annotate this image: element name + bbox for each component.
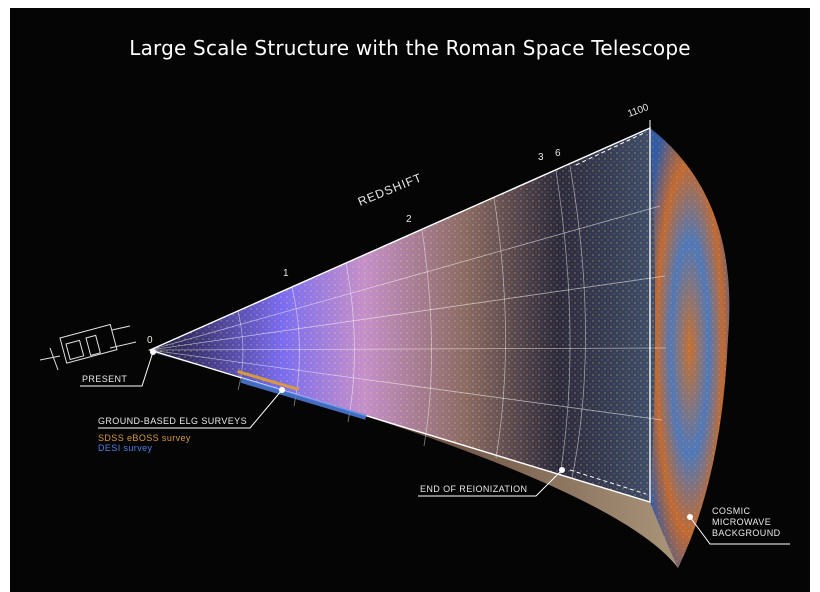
tick-0: 0 <box>147 335 153 346</box>
tick-3: 3 <box>538 152 544 163</box>
cone-arc-grid <box>237 165 586 479</box>
tick-6: 6 <box>555 148 561 159</box>
cmb-leader-line <box>689 516 790 545</box>
galaxy-distribution <box>150 128 655 502</box>
diagram-canvas: Large Scale Structure with the Roman Spa… <box>10 8 810 592</box>
cmb-texture <box>650 128 730 568</box>
bottom-edge-dashes <box>569 469 647 495</box>
ground-surveys-label: GROUND-BASED ELG SURVEYS <box>98 416 247 426</box>
reionization-leader-line <box>418 469 563 497</box>
redshift-cone-diagram: 0 1 2 3 6 1100 REDSHIFT PRESENT GROUND-B… <box>39 102 790 568</box>
sdss-eboss-survey-bar <box>237 370 300 392</box>
legend-sdss: SDSS eBOSS survey <box>98 433 191 443</box>
tick-2: 2 <box>406 214 412 225</box>
redshift-axis-label: REDSHIFT <box>356 170 424 208</box>
cone-outline <box>147 126 651 503</box>
cmb-label-line1: COSMIC <box>712 506 751 516</box>
top-edge-dashes <box>575 131 647 166</box>
cmb-label-line2: MICROWAVE <box>712 517 771 527</box>
desi-survey-bar <box>240 377 367 420</box>
elg-leader-line <box>98 389 283 429</box>
legend-desi: DESI survey <box>98 443 153 453</box>
cone-radial-grid <box>149 205 667 421</box>
telescope-icon <box>39 323 137 371</box>
present-leader-line <box>80 351 154 387</box>
tick-1: 1 <box>283 268 289 279</box>
diagram-title: Large Scale Structure with the Roman Spa… <box>129 36 691 60</box>
tick-1100: 1100 <box>626 102 650 120</box>
present-label: PRESENT <box>82 374 127 384</box>
end-reionization-label: END OF REIONIZATION <box>420 484 527 494</box>
cmb-label-line3: BACKGROUND <box>712 528 781 538</box>
